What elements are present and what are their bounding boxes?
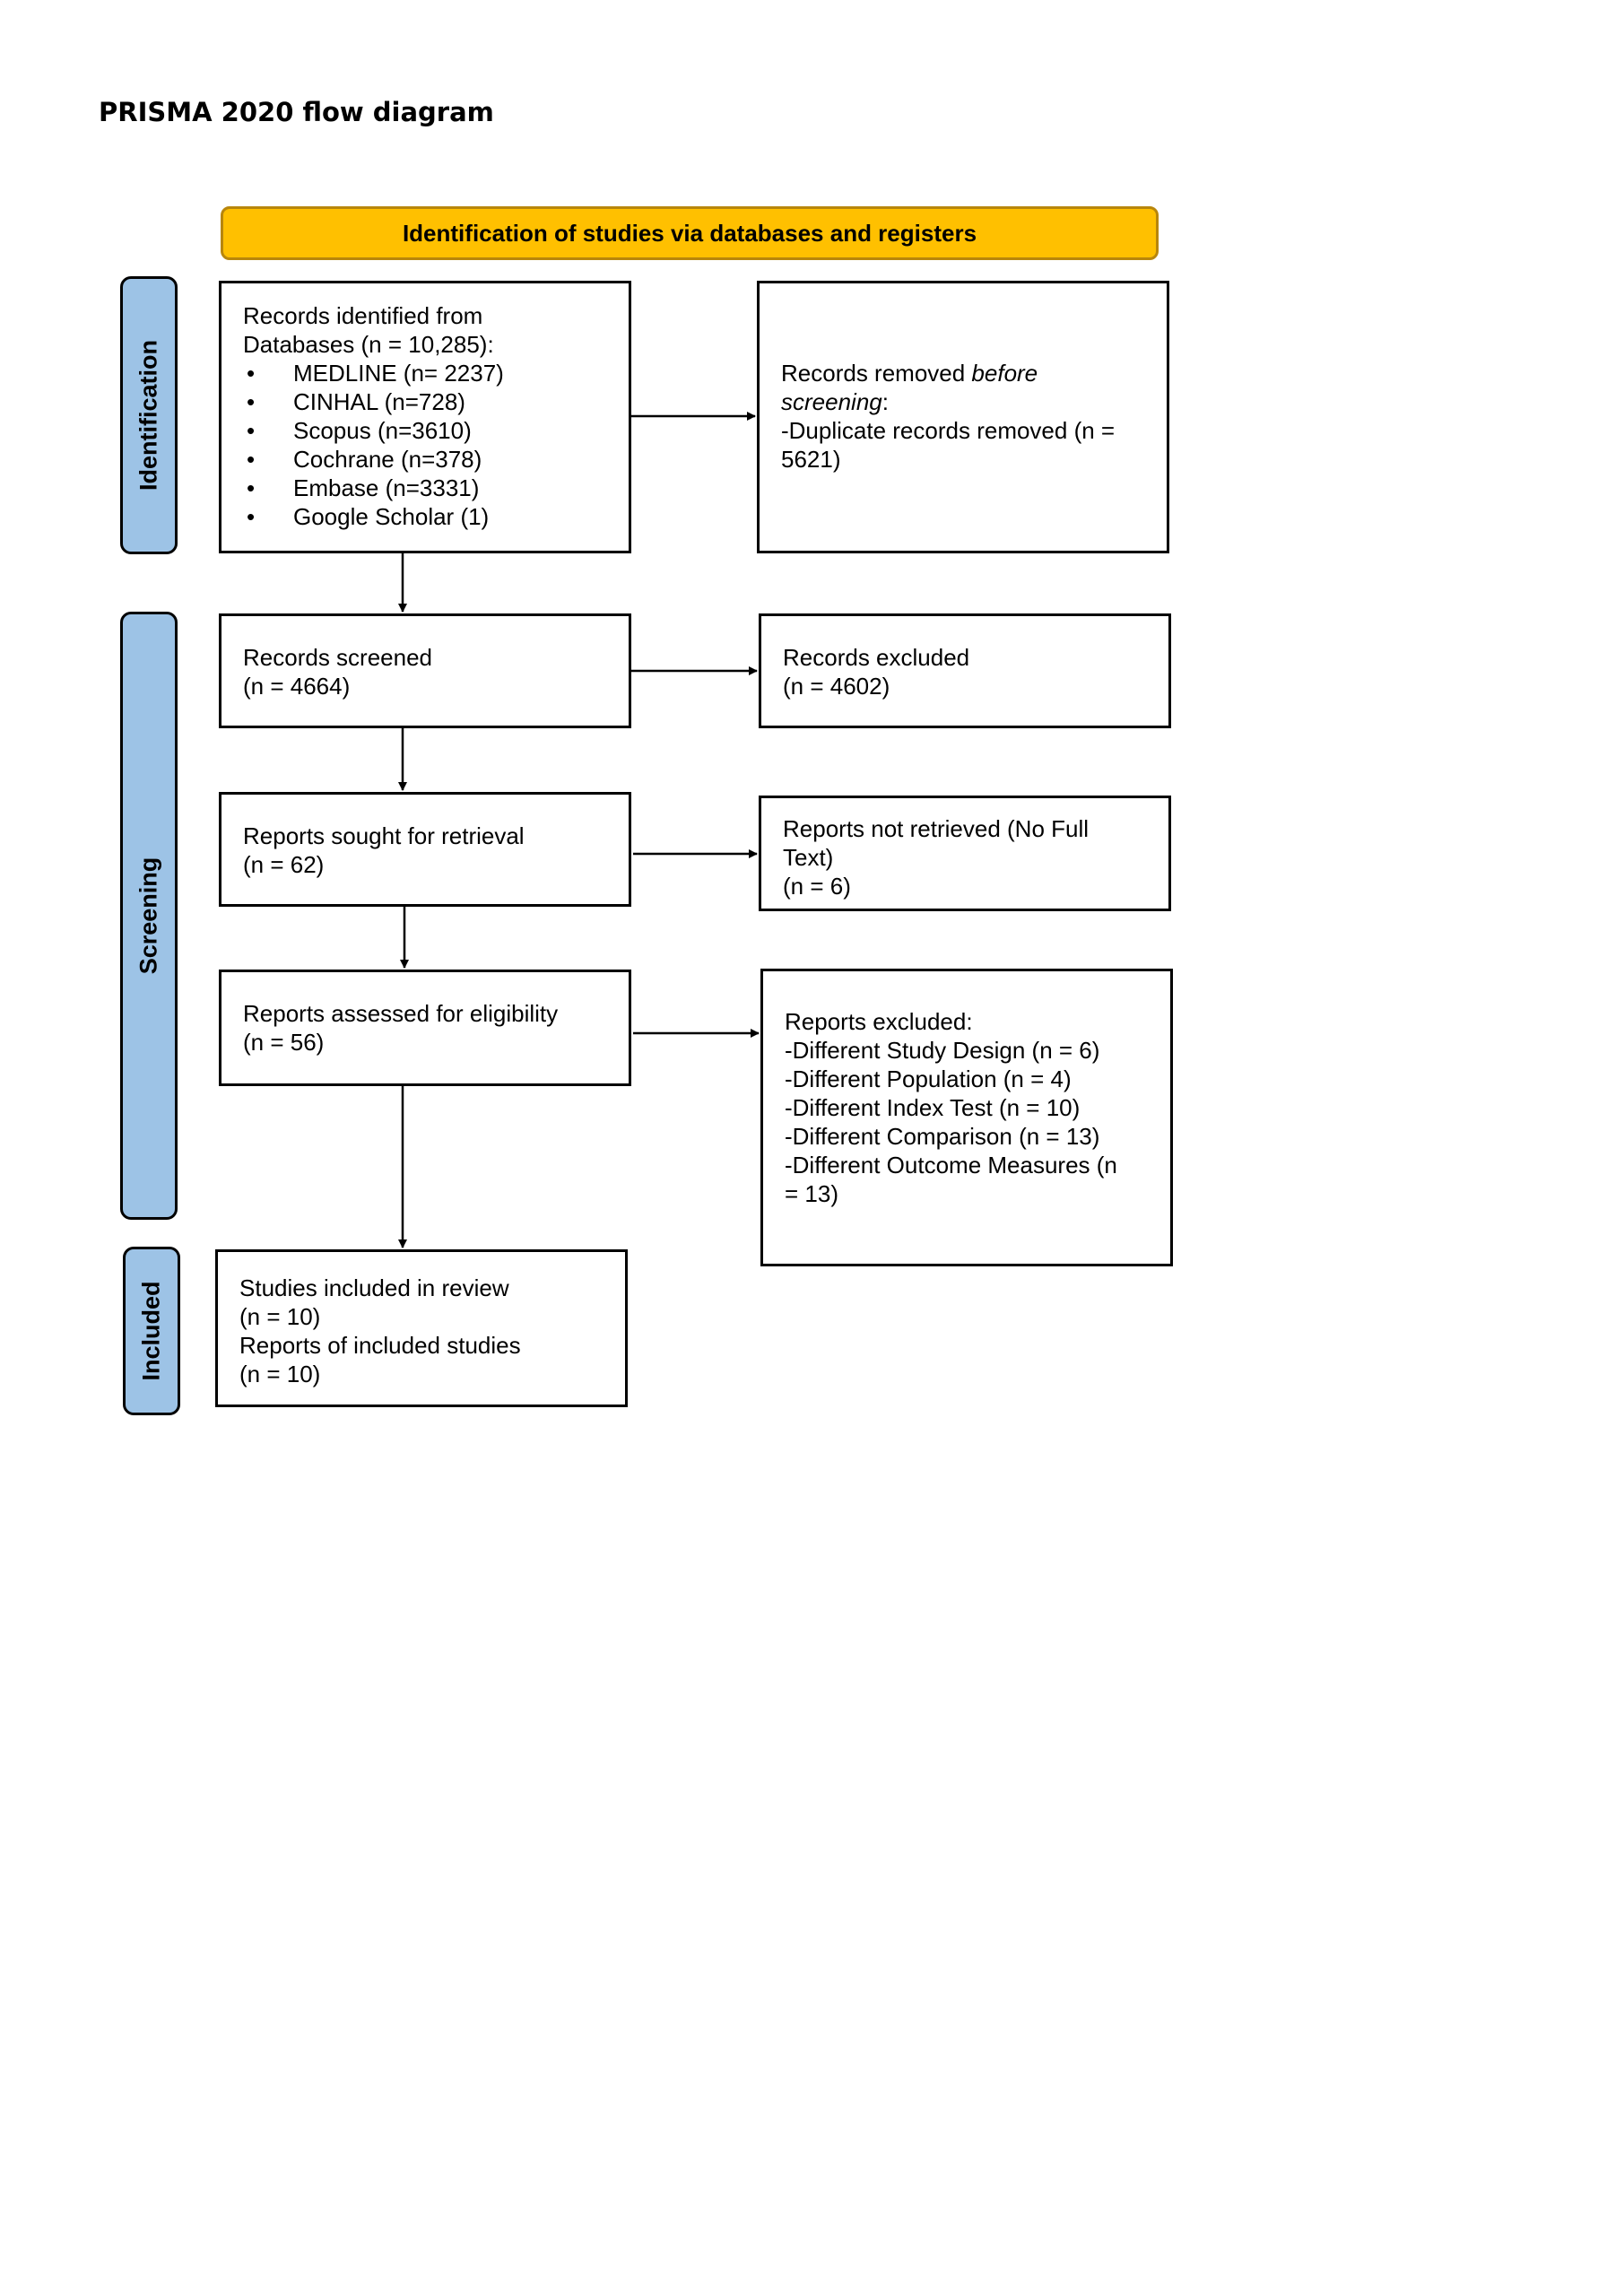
records-excluded-line1: Records excluded (783, 644, 970, 671)
reports-excluded-reason: -Different Comparison (n = 13) (785, 1123, 1100, 1150)
database-item: Google Scholar (1) (243, 502, 612, 531)
records-removed-line1: Records removed before (781, 359, 1151, 387)
reports-excluded-title: Reports excluded: (785, 1008, 973, 1035)
reports-excluded-reason: -Different Outcome Measures (n (785, 1152, 1117, 1178)
records-removed-suffix: : (881, 388, 889, 415)
database-item: Embase (n=3331) (243, 474, 612, 502)
reports-assessed-count: (n = 56) (243, 1029, 325, 1056)
reports-sought-count: (n = 62) (243, 851, 325, 878)
page-title: PRISMA 2020 flow diagram (99, 97, 494, 127)
database-item: Scopus (n=3610) (243, 416, 612, 445)
phase-screening: Screening (120, 612, 178, 1220)
records-identified-box: Records identified from Databases (n = 1… (219, 281, 631, 553)
reports-included-line: Reports of included studies (239, 1332, 521, 1359)
studies-included-box: Studies included in review (n = 10) Repo… (215, 1249, 628, 1407)
identification-header-label: Identification of studies via databases … (402, 219, 977, 247)
reports-excluded-reason: -Different Index Test (n = 10) (785, 1094, 1081, 1121)
records-removed-emph2: screening (781, 388, 882, 415)
reports-assessed-line1: Reports assessed for eligibility (243, 1000, 559, 1027)
database-item: CINHAL (n=728) (243, 387, 612, 416)
database-list: MEDLINE (n= 2237) CINHAL (n=728) Scopus … (243, 359, 612, 531)
reports-not-retrieved-line2: Text) (783, 844, 834, 871)
records-removed-line3: -Duplicate records removed (n = (781, 417, 1116, 444)
records-screened-box: Records screened (n = 4664) (219, 613, 631, 728)
reports-assessed-box: Reports assessed for eligibility (n = 56… (219, 970, 631, 1086)
phase-included: Included (123, 1247, 180, 1415)
reports-excluded-reason: -Different Study Design (n = 6) (785, 1037, 1100, 1064)
reports-not-retrieved-count: (n = 6) (783, 873, 851, 900)
reports-excluded-reason: = 13) (785, 1180, 838, 1207)
reports-sought-box: Reports sought for retrieval (n = 62) (219, 792, 631, 907)
records-removed-prefix: Records removed (781, 360, 972, 387)
studies-included-count: (n = 10) (239, 1303, 321, 1330)
records-identified-line1: Records identified from (243, 302, 483, 329)
reports-not-retrieved-box: Reports not retrieved (No Full Text) (n … (759, 796, 1171, 911)
records-identified-line2: Databases (n = 10,285): (243, 331, 494, 358)
records-excluded-box: Records excluded (n = 4602) (759, 613, 1171, 728)
reports-included-count: (n = 10) (239, 1361, 321, 1387)
identification-header: Identification of studies via databases … (221, 206, 1159, 260)
reports-not-retrieved-line1: Reports not retrieved (No Full (783, 815, 1090, 842)
database-item: MEDLINE (n= 2237) (243, 359, 612, 387)
studies-included-line1: Studies included in review (239, 1274, 509, 1301)
records-removed-line4: 5621) (781, 446, 841, 473)
reports-excluded-box: Reports excluded: -Different Study Desig… (760, 969, 1173, 1266)
database-item: Cochrane (n=378) (243, 445, 612, 474)
phase-identification: Identification (120, 276, 178, 554)
records-removed-emph1: before (971, 360, 1038, 387)
records-removed-line2: screening: (781, 387, 1151, 416)
records-removed-box: Records removed before screening: -Dupli… (757, 281, 1169, 553)
reports-sought-line1: Reports sought for retrieval (243, 822, 525, 849)
records-screened-count: (n = 4664) (243, 673, 351, 700)
records-screened-line1: Records screened (243, 644, 432, 671)
records-excluded-count: (n = 4602) (783, 673, 890, 700)
reports-excluded-reason: -Different Population (n = 4) (785, 1065, 1072, 1092)
